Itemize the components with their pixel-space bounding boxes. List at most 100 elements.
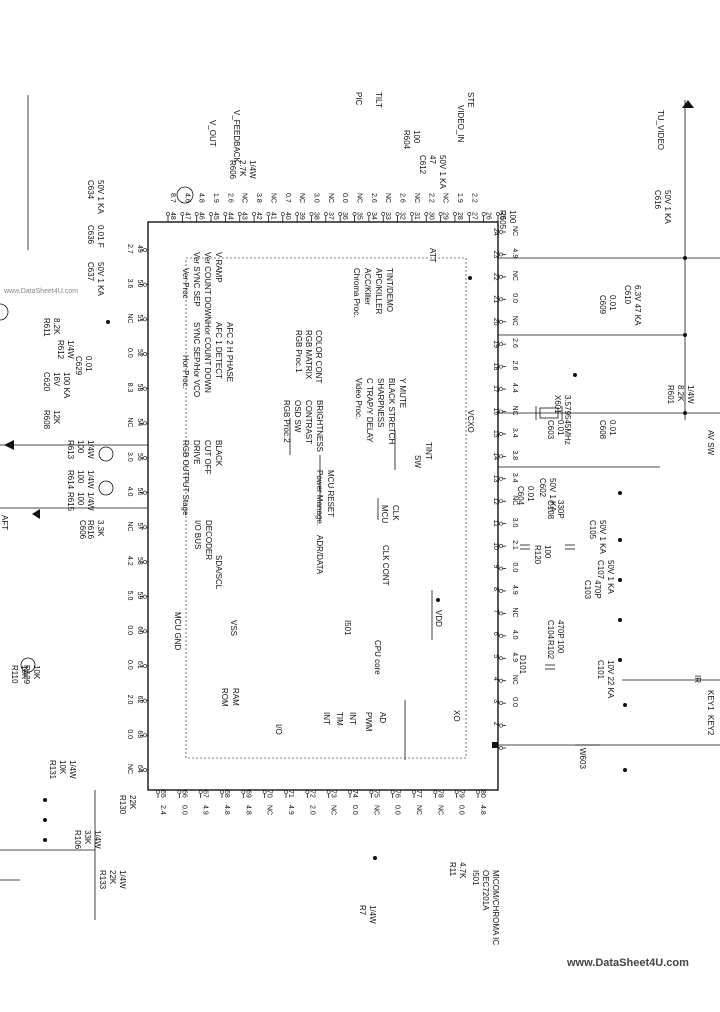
vdd-label: VDD: [434, 610, 443, 627]
pin-voltage: 3.0: [126, 452, 133, 462]
adr-data-label: ADR/DATA: [315, 535, 324, 575]
pin-voltage: NC: [511, 675, 518, 685]
rgb-output-line: RGB OUTPUT Stage: [181, 440, 190, 516]
chroma-proc-line: ACC/Killer: [363, 268, 372, 305]
pin-number: 30: [427, 212, 434, 220]
pin-number: 75: [372, 790, 379, 798]
pin-number: 70: [266, 790, 273, 798]
pin-voltage: 2.6: [399, 193, 406, 203]
ic-part-label: MICOM/CHROMA IC: [491, 870, 500, 945]
pin-pad: [410, 212, 414, 216]
pin-number: 3: [492, 699, 499, 703]
pin-number: 53: [136, 384, 143, 392]
pin-number: 46: [198, 212, 205, 220]
power-manage-line: MCU RESET: [326, 470, 335, 517]
pin-voltage: NC: [511, 226, 518, 236]
pin-pad: [305, 790, 310, 794]
component-r7: R7: [358, 905, 367, 916]
chroma-proc-line: Chroma Proc.: [352, 268, 361, 317]
pin-voltage: NC: [356, 193, 363, 203]
pin-voltage: 0.0: [180, 805, 187, 815]
component-r612: R612: [56, 340, 65, 360]
pin-number: 6: [492, 632, 499, 636]
pin-number: 50: [136, 280, 143, 288]
component-r110: 10K: [20, 665, 29, 680]
pin-voltage: 0.0: [126, 625, 133, 635]
rgb-proc2-line: OSD SW: [293, 400, 302, 433]
pin-number: 61: [136, 661, 143, 669]
component-r131: R131: [48, 760, 57, 780]
component-c103: C103: [583, 580, 592, 600]
pin-number: 23: [492, 250, 499, 258]
pin-voltage: 3.4: [511, 473, 518, 483]
component-c636: 0.01 F: [96, 225, 105, 248]
pin-pad: [180, 212, 185, 216]
video-proc-line: SHARPNESS: [376, 378, 385, 427]
pin-number: 36: [341, 212, 348, 220]
pin-pad: [323, 212, 328, 216]
component-r613: 100: [76, 440, 85, 454]
sw-label: SW: [413, 455, 422, 468]
component-r106: R106: [73, 830, 82, 850]
component-r601: 8.2K: [676, 385, 685, 402]
component-c105: 50V 1 KA: [598, 520, 607, 554]
pin-voltage: 4.9: [511, 248, 518, 258]
pin-number: 32: [399, 212, 406, 220]
pin-voltage: NC: [372, 805, 379, 815]
component-c602: C602: [538, 478, 547, 498]
pin-number: 7: [492, 609, 499, 613]
vss-label: VSS: [229, 620, 238, 636]
rgb-output-line: DRIVE: [192, 440, 201, 464]
component-r131: 1/4W: [68, 760, 77, 779]
pins-top: 488.7474.6464.8451.9442.643NC423.841NC40…: [166, 193, 506, 222]
pin-voltage: 4.2: [126, 556, 133, 566]
pin-number: 73: [330, 790, 337, 798]
component-r11: R11: [448, 862, 457, 877]
component-c602: 50V 1 KA: [548, 478, 557, 512]
pin-number: 20: [492, 318, 499, 326]
net-tu-video: TU_VIDEO: [656, 110, 665, 150]
pin-number: 11: [492, 520, 499, 527]
sda-scl-label: SDA/SCL: [214, 555, 223, 590]
pin-voltage: NC: [415, 805, 422, 815]
rgb-proc1-line: RGB MATRIX: [304, 330, 313, 380]
pin-voltage: 2.2: [470, 193, 477, 203]
pin-voltage: 2.7: [126, 244, 133, 254]
pin-pad: [453, 212, 457, 216]
pin-pad: [241, 790, 246, 794]
pin-number: 37: [327, 212, 334, 220]
pin-number: 29: [442, 212, 449, 220]
pin-number: 42: [255, 212, 262, 220]
component-r615: 1/4W: [86, 492, 95, 511]
component-r616: R616: [86, 520, 95, 540]
ic-reset-label: I501: [343, 620, 352, 636]
pin-pad: [499, 454, 503, 459]
pin-pad: [499, 611, 503, 616]
video-proc-line: Y MUTE: [398, 378, 407, 408]
pin-number: 59: [136, 592, 143, 600]
pin-pad: [284, 790, 288, 794]
net-pic: PIC: [354, 92, 363, 106]
component-c610: C610: [623, 285, 632, 305]
pin-pad: [143, 525, 147, 530]
component-r615: 100: [76, 492, 85, 506]
component-r109: 10K: [32, 665, 41, 680]
component-r120: 100: [543, 545, 552, 559]
pin-number: 21: [492, 295, 499, 303]
component-c634: C634: [86, 180, 95, 200]
component-c104: 470P: [556, 620, 565, 639]
pin-voltage: NC: [511, 316, 518, 326]
pins-left: 492.7503.651NC520.0538.354NC553.0564.057…: [126, 244, 148, 774]
component-c606: C606: [78, 520, 87, 540]
component-c101: C101: [596, 660, 605, 680]
pin-number: 28: [456, 212, 463, 220]
component-r608: 12K: [52, 410, 61, 425]
pin-voltage: 0.0: [126, 660, 133, 670]
pin-pad: [237, 212, 242, 216]
pin-voltage: NC: [298, 193, 305, 203]
pin-number: 5: [492, 654, 499, 658]
pin-voltage: 3.0: [312, 193, 319, 203]
pin-number: 79: [458, 790, 465, 798]
component-r608: R608: [42, 410, 51, 430]
pin-number: 24: [492, 228, 499, 236]
